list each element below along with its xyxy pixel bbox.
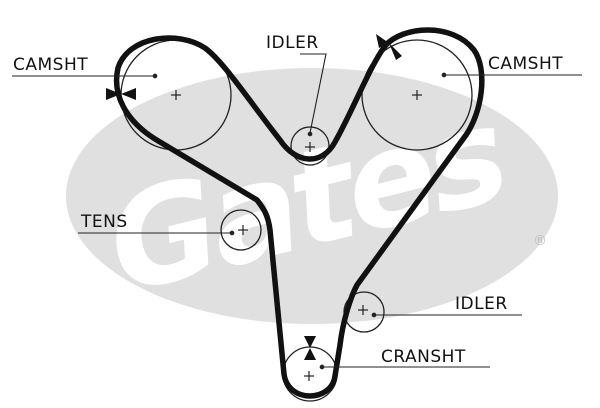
label-idler-bottom: IDLER	[455, 294, 508, 314]
plus-icon	[358, 305, 368, 315]
tensioner-pulley	[220, 209, 262, 251]
label-camshaft-right: CAMSHT	[488, 54, 563, 74]
plus-icon	[304, 371, 314, 381]
plus-icon	[171, 90, 181, 100]
bowtie-icon	[304, 336, 316, 360]
bowtie-icon	[106, 88, 136, 100]
plus-icon	[238, 225, 248, 235]
bowtie-icon	[376, 34, 402, 60]
leader-dot	[152, 73, 158, 79]
label-crankshaft: CRANSHT	[381, 347, 466, 367]
label-idler-top: IDLER	[266, 33, 319, 53]
plus-icon	[305, 142, 315, 152]
leader-dot	[441, 72, 447, 78]
label-camshaft-left: CAMSHT	[13, 55, 88, 75]
timing-marks	[106, 34, 402, 360]
plus-icon	[412, 90, 422, 100]
leader-dot	[307, 131, 313, 137]
leader-idler-top	[300, 53, 327, 134]
watermark-ellipse	[66, 68, 558, 324]
pulley-centers	[171, 90, 422, 381]
label-tensioner: TENS	[80, 212, 128, 232]
leader-dot	[371, 312, 377, 318]
leader-dot	[319, 364, 325, 370]
timing-belt	[113, 27, 485, 399]
leader-lines	[12, 53, 582, 370]
camshaft-right-pulley	[361, 39, 473, 151]
idler-top-pulley	[290, 126, 330, 166]
labels: CAMSHT IDLER CAMSHT TENS IDLER CRANSHT	[13, 33, 563, 367]
gates-watermark: Gates ®	[66, 68, 558, 324]
registered-mark: ®	[533, 233, 547, 249]
leader-dot	[229, 230, 235, 236]
